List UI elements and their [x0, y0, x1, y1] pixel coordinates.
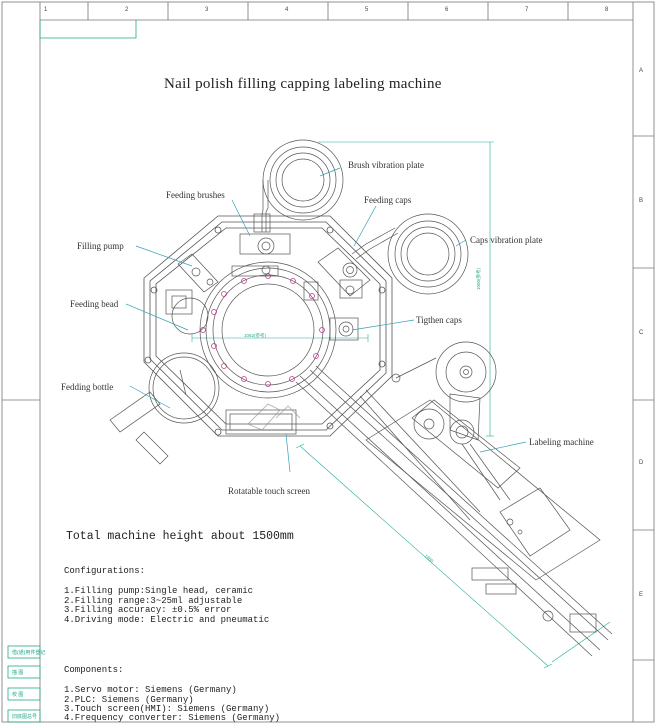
dimension-horizontal: 1062(参考): [244, 333, 267, 338]
rotary-turntable: [199, 261, 337, 399]
column-number: 1: [44, 7, 48, 13]
labeling-machine-drawing: [365, 341, 601, 633]
column-number: 3: [205, 7, 209, 13]
configurations-heading: Configurations:: [64, 566, 146, 576]
brush-vibration-plate-drawing: [261, 139, 344, 232]
label-feeding-brushes: Feeding brushes: [166, 190, 225, 200]
machine-frame-octagon: [143, 215, 393, 437]
column-number: 6: [445, 7, 449, 13]
row-letter: E: [639, 592, 644, 598]
row-letter: B: [639, 198, 644, 204]
dimension-lines: [191, 141, 611, 669]
component-item: 4.Frequency converter: Siemens (Germany): [64, 713, 281, 723]
tighten-caps-station: [329, 317, 359, 341]
column-number: 5: [365, 7, 369, 13]
title-block-stamp: 借(通)用件登记: [12, 650, 46, 656]
label-rotatable-touch-screen: Rotatable touch screen: [228, 486, 310, 496]
column-number: 8: [605, 7, 609, 13]
column-number: 4: [285, 7, 289, 13]
label-brush-vibration-plate: Brush vibration plate: [348, 160, 424, 170]
feeding-bottle-turntable: [109, 352, 220, 465]
configuration-item: 3.Filling accuracy: ±0.5% error: [64, 605, 232, 615]
configuration-item: 4.Driving mode: Electric and pneumatic: [64, 615, 270, 625]
label-labeling-machine: Labeling machine: [529, 437, 594, 447]
caps-vibration-plate-drawing: [351, 213, 469, 295]
label-filling-pump: Filling pump: [77, 241, 124, 251]
label-caps-vibration-plate: Caps vibration plate: [470, 235, 543, 245]
vkpc-watermark: [247, 403, 301, 431]
label-feeding-bead: Feeding bead: [70, 299, 119, 309]
leader-lines: [125, 167, 527, 473]
title-block-stamp: 校 图: [12, 692, 24, 698]
title-block-stamp: 旧底图总号: [12, 714, 38, 720]
column-number: 2: [125, 7, 129, 13]
feeding-brushes-station: [231, 213, 291, 277]
label-tigthen-caps: Tigthen caps: [416, 315, 462, 325]
label-fedding-bottle: Fedding bottle: [61, 382, 114, 392]
configuration-item: 2.Filling range:3~25ml adjustable: [64, 596, 243, 606]
machine-height-note: Total machine height about 1500mm: [66, 530, 294, 543]
drawing-title: Nail polish filling capping labeling mac…: [164, 76, 442, 92]
configuration-item: 1.Filling pump:Single head, ceramic: [64, 586, 254, 596]
component-item: 1.Servo motor: Siemens (Germany): [64, 685, 237, 695]
title-block-stamp: 描 图: [12, 670, 24, 676]
row-letter: C: [639, 330, 644, 336]
component-item: 2.PLC: Siemens (Germany): [64, 695, 194, 705]
feeding-caps-station: [303, 247, 371, 301]
conveyor-belt: [295, 365, 613, 657]
label-feeding-caps: Feeding caps: [364, 195, 412, 205]
row-letter: A: [639, 68, 644, 74]
feeding-bead-station: [165, 289, 209, 335]
row-letter: D: [639, 460, 644, 466]
component-item: 3.Touch screen(HMI): Siemens (Germany): [64, 704, 270, 714]
column-number: 7: [525, 7, 529, 13]
bottle-pockets: [200, 273, 325, 387]
dimension-vertical: 1000(参考): [476, 267, 481, 290]
filling-pump-station: [177, 253, 219, 293]
components-heading: Components:: [64, 665, 124, 675]
